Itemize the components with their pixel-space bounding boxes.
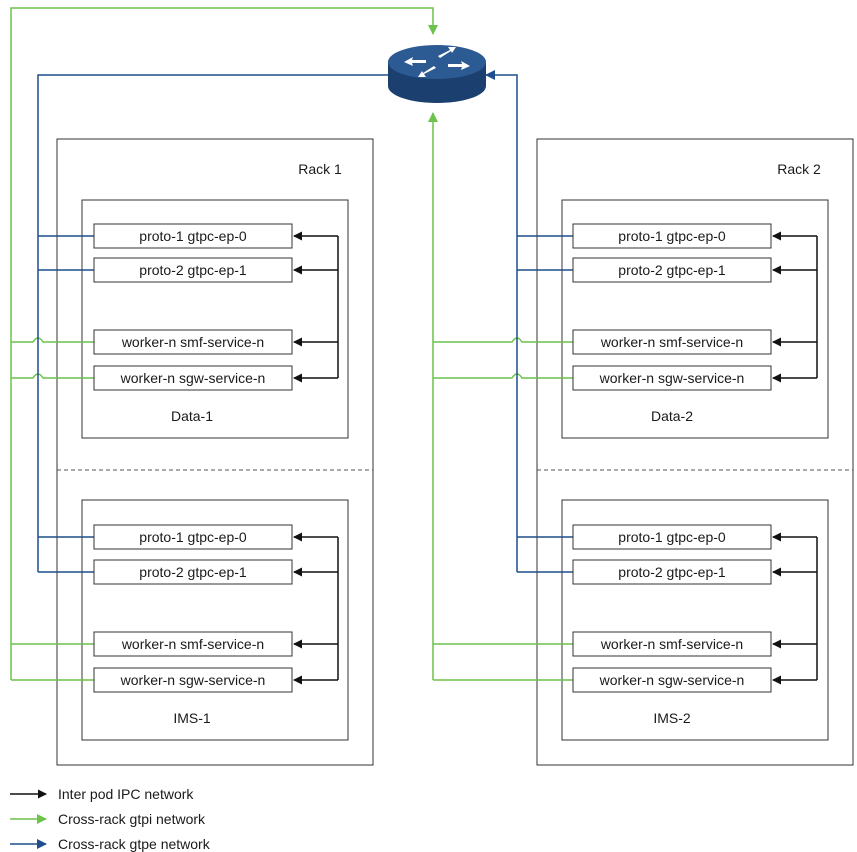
service-box: worker-n sgw-service-n: [93, 365, 293, 391]
rack-1-box: [56, 138, 374, 766]
service-label: proto-1 gtpc-ep-0: [139, 529, 247, 545]
service-box: proto-2 gtpc-ep-1: [93, 257, 293, 283]
service-label: worker-n sgw-service-n: [599, 370, 745, 386]
gtpe-line-top-left: [37, 74, 388, 572]
service-box: worker-n smf-service-n: [93, 329, 293, 355]
ipc-bracket-ims-2: [772, 532, 818, 685]
gtpe-line-top-right: [485, 70, 518, 572]
service-label: worker-n smf-service-n: [121, 636, 264, 652]
ipc-bracket-data-1: [293, 231, 339, 383]
service-box: worker-n smf-service-n: [572, 631, 772, 657]
group-ims-2-box: [561, 499, 829, 741]
legend-item-ipc: Inter pod IPC network: [10, 786, 194, 802]
gtpi-line-top: [10, 7, 438, 342]
service-box: worker-n sgw-service-n: [93, 667, 293, 693]
group-ims-1-box: [81, 499, 349, 741]
group-label-data-1: Data-1: [171, 408, 213, 424]
legend-item-gtpe: Cross-rack gtpe network: [10, 836, 211, 852]
legend-label: Inter pod IPC network: [58, 786, 194, 802]
legend-item-gtpi: Cross-rack gtpi network: [10, 811, 206, 827]
service-label: worker-n sgw-service-n: [120, 370, 266, 386]
service-box: worker-n smf-service-n: [572, 329, 772, 355]
service-label: worker-n sgw-service-n: [120, 672, 266, 688]
group-data-1-box: [81, 199, 349, 439]
rack-2-box: [536, 138, 854, 766]
rack-2-label: Rack 2: [777, 161, 821, 177]
service-box: worker-n sgw-service-n: [572, 667, 772, 693]
service-label: proto-1 gtpc-ep-0: [618, 529, 726, 545]
service-box: proto-2 gtpc-ep-1: [93, 559, 293, 585]
legend-label: Cross-rack gtpi network: [58, 811, 206, 827]
service-label: worker-n smf-service-n: [600, 636, 743, 652]
legend-label: Cross-rack gtpe network: [58, 836, 211, 852]
group-label-ims-1: IMS-1: [173, 710, 211, 726]
service-box: proto-2 gtpc-ep-1: [572, 559, 772, 585]
service-label: worker-n smf-service-n: [121, 334, 264, 350]
group-label-data-2: Data-2: [651, 408, 693, 424]
group-label-ims-2: IMS-2: [653, 710, 691, 726]
service-label: proto-2 gtpc-ep-1: [139, 262, 247, 278]
ipc-bracket-data-2: [772, 231, 818, 383]
service-label: proto-2 gtpc-ep-1: [618, 564, 726, 580]
service-label: proto-1 gtpc-ep-0: [139, 228, 247, 244]
gtpi-feeder-data2-sgw: [433, 373, 573, 379]
rack-1-label: Rack 1: [298, 161, 342, 177]
service-box: proto-1 gtpc-ep-0: [93, 524, 293, 550]
service-label: proto-2 gtpc-ep-1: [139, 564, 247, 580]
group-data-2-box: [561, 199, 829, 439]
ipc-bracket-ims-1: [293, 532, 339, 685]
service-box: proto-1 gtpc-ep-0: [572, 223, 772, 249]
service-box: proto-1 gtpc-ep-0: [93, 223, 293, 249]
router-icon: [388, 45, 486, 103]
service-box: proto-1 gtpc-ep-0: [572, 524, 772, 550]
service-box: worker-n sgw-service-n: [572, 365, 772, 391]
service-label: worker-n sgw-service-n: [599, 672, 745, 688]
service-label: worker-n smf-service-n: [600, 334, 743, 350]
gtpi-feeder-data2-smf: [433, 337, 573, 343]
service-box: proto-2 gtpc-ep-1: [572, 257, 772, 283]
service-box: worker-n smf-service-n: [93, 631, 293, 657]
service-label: proto-1 gtpc-ep-0: [618, 228, 726, 244]
legend: Inter pod IPC network Cross-rack gtpi ne…: [10, 786, 211, 852]
service-label: proto-2 gtpc-ep-1: [618, 262, 726, 278]
